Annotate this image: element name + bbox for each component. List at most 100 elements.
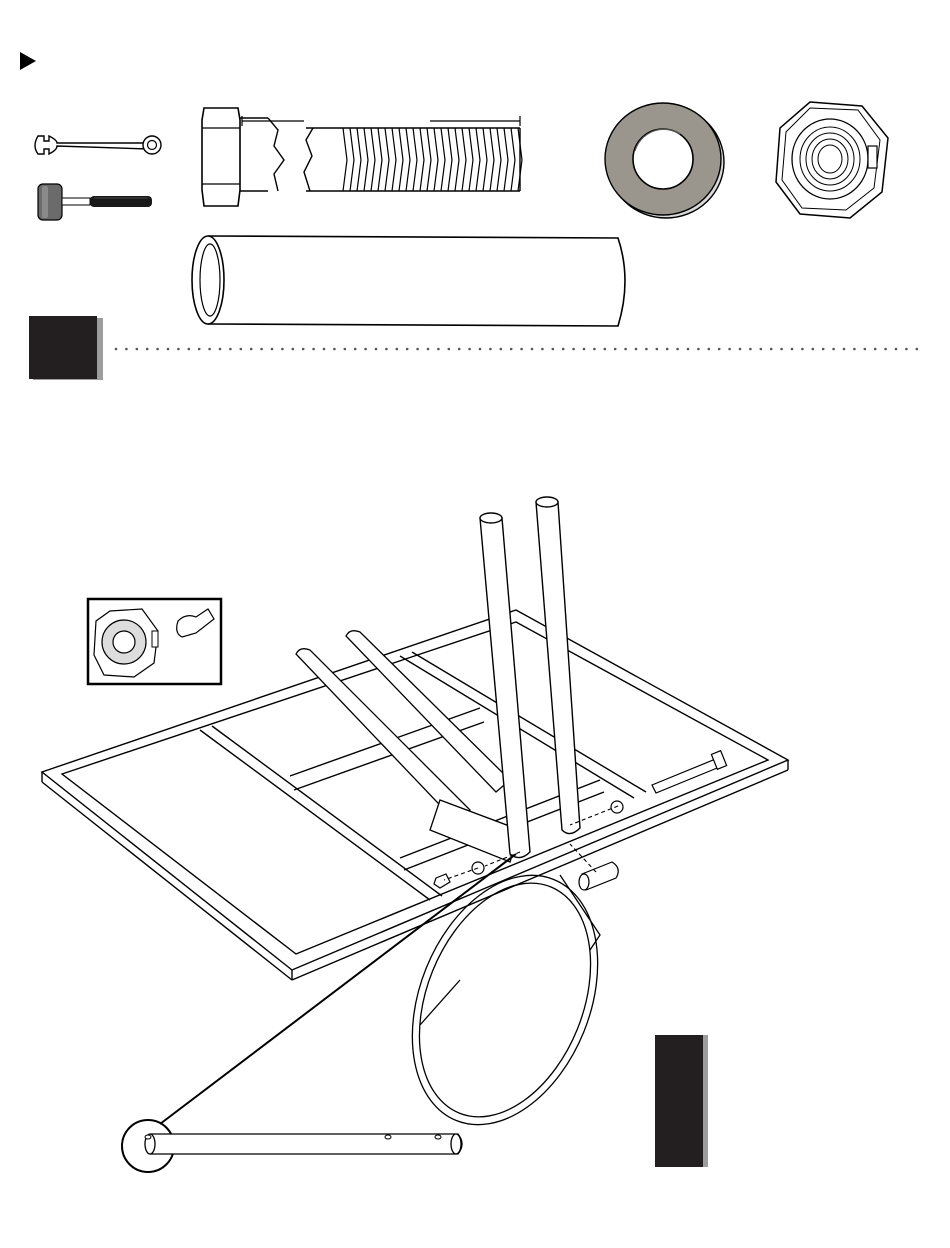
bolt-thread [378,128,382,191]
separator-dot [635,348,638,351]
separator-dot [770,348,773,351]
separator-dot [115,348,118,351]
separator-dot [562,348,565,351]
lock-nut-icon [770,96,895,226]
spacer-tube-icon [188,228,638,332]
separator-dot [510,348,513,351]
tighten-nut-detail-icon [86,597,224,687]
bolt-thread [476,128,480,191]
separator-dot [760,348,763,351]
separator-dot [198,348,201,351]
bolt-thread [448,128,452,191]
separator-dot [739,348,742,351]
play-triangle-icon [18,50,40,72]
separator-dot [364,348,367,351]
separator-dot [916,348,919,351]
separator-dot [708,348,711,351]
separator-dot [645,348,648,351]
separator-dot [323,348,326,351]
separator-dot [177,348,180,351]
flat-washer-icon [600,96,730,224]
separator-dot [676,348,679,351]
step-number-block [29,316,97,379]
separator-dot [656,348,659,351]
separator-dot [853,348,856,351]
separator-dot [156,348,159,351]
bolt-thread [483,128,487,191]
separator-dot [219,348,222,351]
separator-dot [344,348,347,351]
separator-dot [208,348,211,351]
separator-dot [333,348,336,351]
separator-dot [437,348,440,351]
separator-dot [864,348,867,351]
separator-dot [302,348,305,351]
separator-dot [260,348,263,351]
separator-dot [843,348,846,351]
side-tab [655,1035,703,1167]
separator-dot [895,348,898,351]
separator-dot [250,348,253,351]
separator-dot [188,348,191,351]
separator-dot [583,348,586,351]
bolt-thread [371,128,375,191]
separator-dot [396,348,399,351]
assembly-diagram [0,480,950,1180]
separator-dot [500,348,503,351]
separator-dot [416,348,419,351]
separator-dot [354,348,357,351]
mallet-icon [34,180,159,224]
separator-dot [136,348,139,351]
wrench-icon [30,128,165,164]
separator-dot [489,348,492,351]
separator-dot [572,348,575,351]
separator-dot [458,348,461,351]
separator-dot [614,348,617,351]
bolt-thread [364,128,368,191]
separator-dot [125,348,128,351]
dotted-separator [112,344,930,354]
separator-dot [593,348,596,351]
bolt-thread [490,128,494,191]
separator-dot [718,348,721,351]
separator-dot [312,348,315,351]
bolt-thread [420,128,424,191]
separator-dot [406,348,409,351]
bolt-thread [413,128,417,191]
separator-dot [167,348,170,351]
bolt-thread [497,128,501,191]
separator-dot [687,348,690,351]
separator-dot [385,348,388,351]
bolt-thread [455,128,459,191]
bolt-thread [462,128,466,191]
separator-dot [229,348,232,351]
separator-dot [801,348,804,351]
separator-dot [271,348,274,351]
bolt-thread [441,128,445,191]
separator-dot [375,348,378,351]
separator-dot [604,348,607,351]
bolt-thread [343,128,347,191]
separator-dot [666,348,669,351]
separator-dot [791,348,794,351]
separator-dot [812,348,815,351]
separator-dot [624,348,627,351]
separator-dot [884,348,887,351]
bolt-thread [392,128,396,191]
bolt-thread [427,128,431,191]
bolt-thread [385,128,389,191]
bolt-thread [504,128,508,191]
separator-dot [531,348,534,351]
separator-dot [749,348,752,351]
separator-dot [479,348,482,351]
separator-dot [448,348,451,351]
separator-dot [552,348,555,351]
separator-dot [468,348,471,351]
bolt-thread [350,128,354,191]
separator-dot [874,348,877,351]
hex-bolt-icon [198,100,528,215]
bolt-thread [406,128,410,191]
separator-dot [146,348,149,351]
separator-dot [822,348,825,351]
